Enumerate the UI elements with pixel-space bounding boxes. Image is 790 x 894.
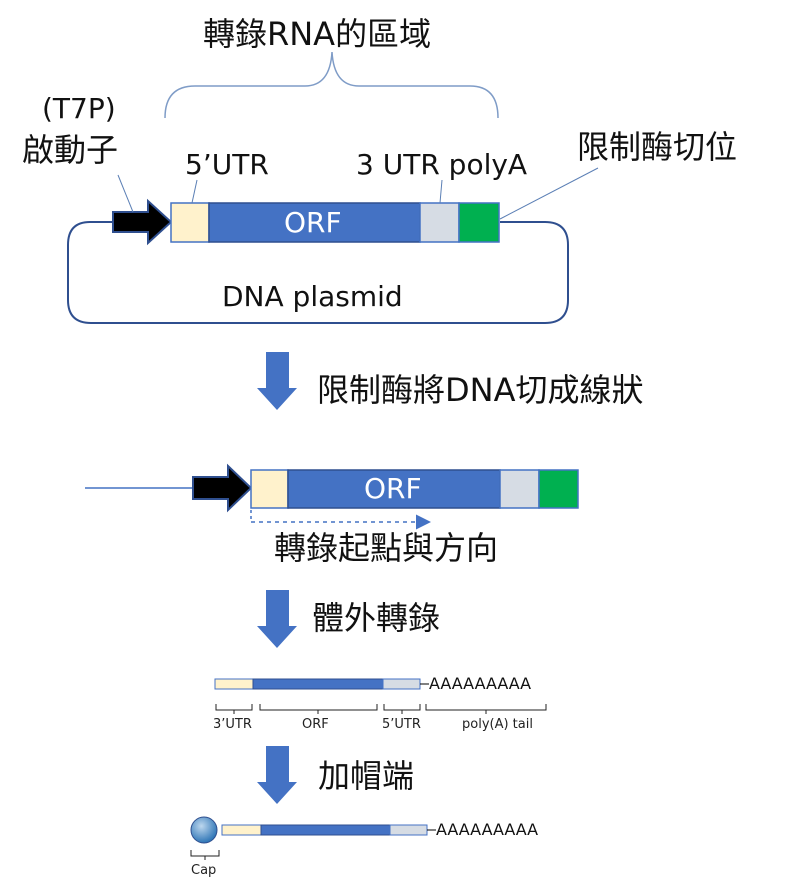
start-direction-label: 轉錄起點與方向 (274, 529, 499, 567)
utr3-leader (439, 179, 443, 204)
step3-label: 加帽端 (318, 757, 415, 795)
rna-seg-polya-label: poly(A) tail (462, 717, 533, 732)
polya-block (458, 202, 500, 243)
dna-plasmid-label: DNA plasmid (222, 280, 403, 313)
utr5-block (170, 202, 210, 243)
cap-label: Cap (191, 863, 217, 878)
rna-orf-block (252, 678, 384, 690)
bracket-orf (259, 704, 378, 714)
orf-label: ORF (284, 206, 342, 239)
rna-seg-orf-label: ORF (302, 717, 329, 732)
rna-seg-3utr-label: 3’UTR (213, 717, 252, 732)
capped-orf-block (260, 824, 391, 836)
capped-3utr-block (221, 824, 262, 836)
linear-utr3-block (499, 469, 540, 509)
region-brace (164, 51, 499, 119)
utr3-polya-label: 3 UTR polyA (356, 148, 528, 181)
utr5-label: 5’UTR (185, 148, 269, 181)
rna-3utr-block (214, 678, 254, 690)
restriction-leader (499, 167, 599, 220)
linear-orf-label: ORF (364, 472, 422, 505)
bracket-cap (190, 850, 220, 860)
bracket-3utr (215, 704, 253, 714)
utr3-block (419, 202, 460, 243)
linear-promoter-arrow (192, 463, 253, 513)
rna-5utr-block (382, 678, 421, 690)
linear-orf-block (287, 469, 501, 509)
capped-5utr-block (389, 824, 428, 836)
linear-polya-block (538, 469, 579, 509)
plasmid-loop (67, 221, 569, 324)
orf-block (208, 202, 421, 243)
promoter-abbrev-label: (T7P) (42, 92, 116, 125)
bracket-5utr (383, 704, 421, 714)
step-arrow-3 (257, 746, 297, 804)
step-arrow-1 (257, 352, 297, 410)
step1-label: 限制酶將DNA切成線狀 (317, 371, 644, 409)
bracket-polya (425, 704, 547, 714)
promoter-leader (117, 174, 134, 213)
utr5-leader (191, 179, 198, 204)
promoter-arrow (112, 198, 173, 246)
transcribed-region-label: 轉錄RNA的區域 (203, 15, 432, 53)
step2-label: 體外轉錄 (312, 599, 441, 637)
capped-tail-label: AAAAAAAAA (436, 820, 539, 839)
cap-sphere (190, 816, 218, 844)
promoter-label: 啟動子 (22, 131, 119, 169)
linear-utr5-block (250, 469, 289, 509)
step-arrow-2 (257, 590, 297, 648)
rna-seg-5utr-label: 5’UTR (382, 717, 421, 732)
restriction-site-label: 限制酶切位 (577, 128, 738, 166)
rna-tail-label: AAAAAAAAA (429, 674, 532, 693)
